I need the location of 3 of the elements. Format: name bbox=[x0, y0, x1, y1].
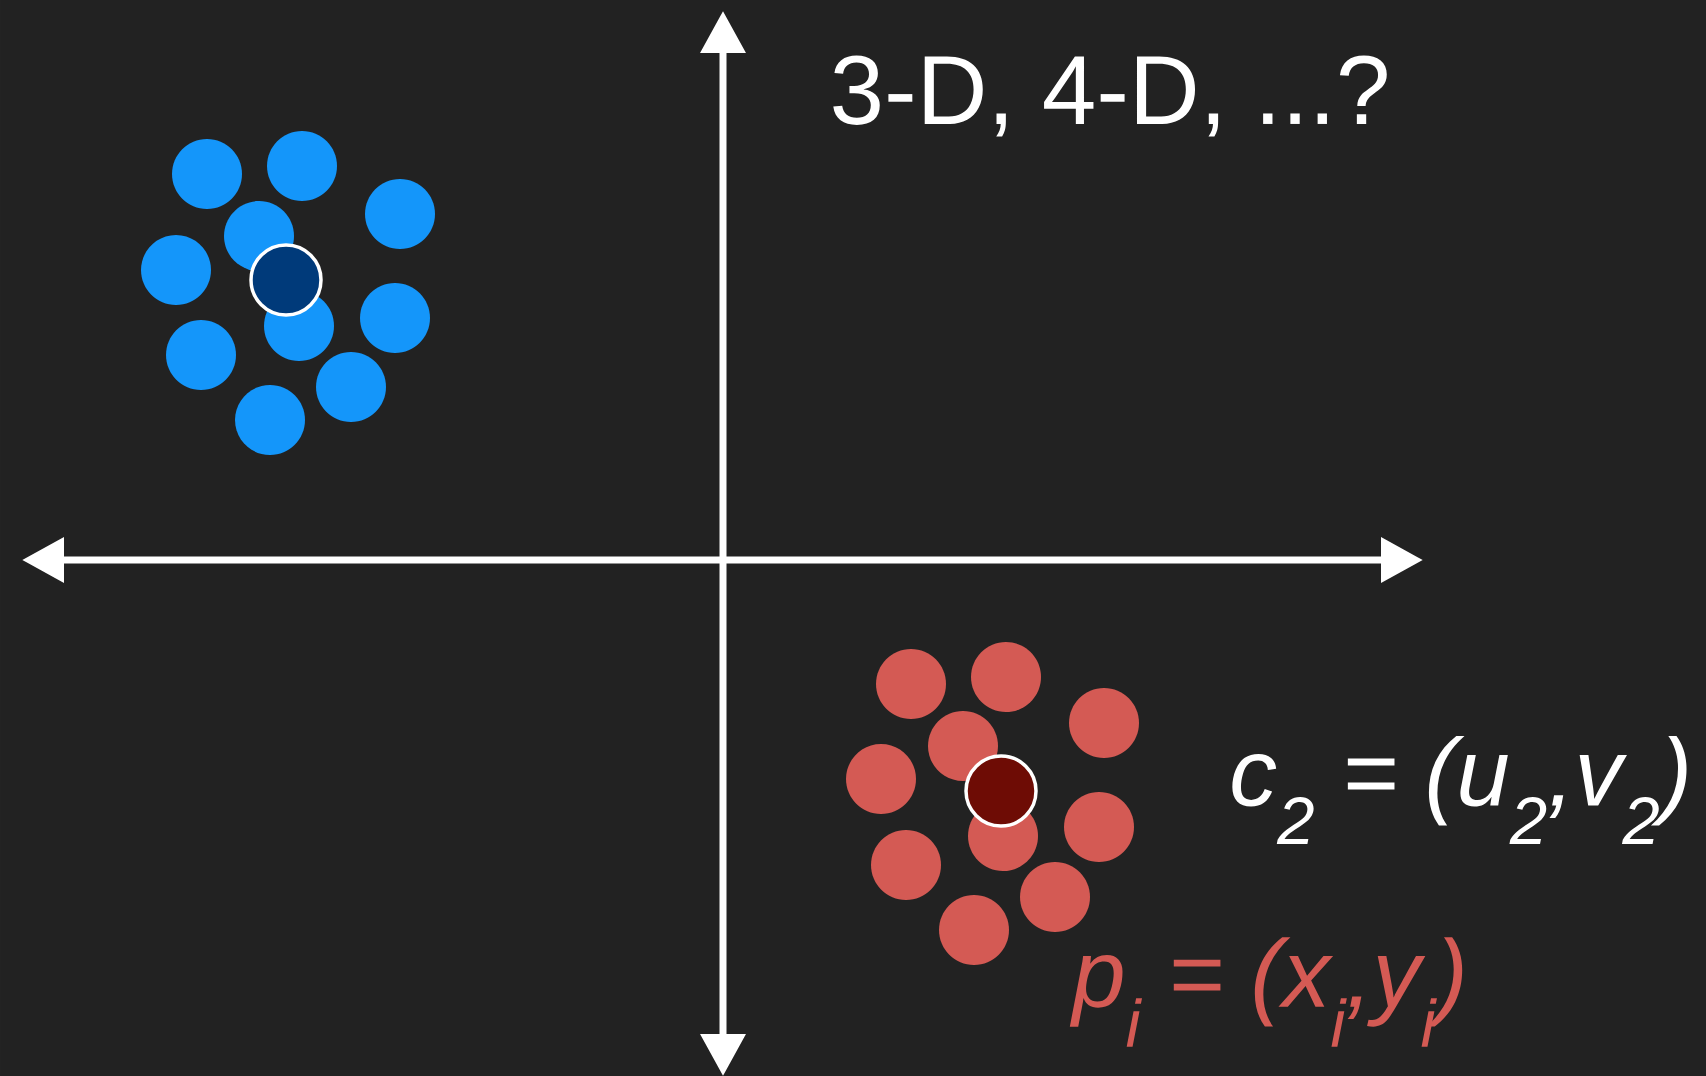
dimension-question: 3-D, 4-D, ...? bbox=[833, 55, 1387, 137]
centroid-label: c$_{2}$ = (u$_{2}$,v$_{2}$) bbox=[1232, 736, 1687, 844]
point-label: p$_{i}$ = (x$_{i}$,y$_{i}$) bbox=[1069, 937, 1463, 1047]
